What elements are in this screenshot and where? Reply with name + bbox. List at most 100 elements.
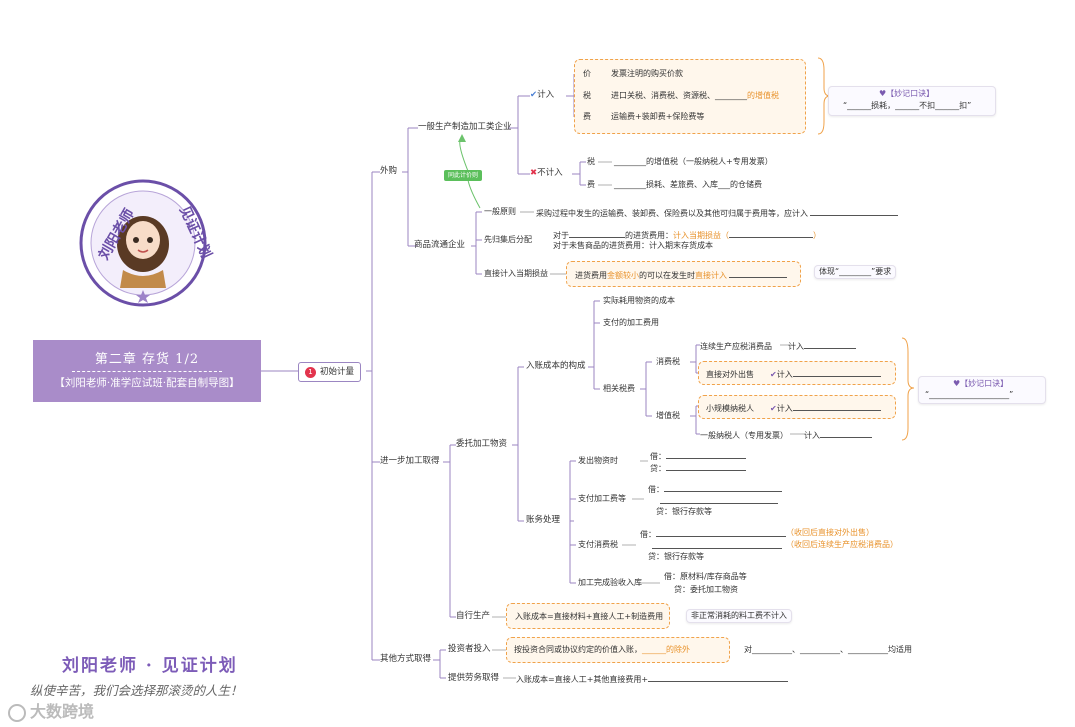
logo: 刘阳老师 见证计划 <box>78 178 214 308</box>
small-payer-box <box>698 395 896 419</box>
chapter-subtitle: 【刘阳老师·准学应试班·配套自制导图】 <box>54 377 240 389</box>
self-produced-text: 入账成本=直接材料+直接人工+制造费用 <box>515 612 664 621</box>
chapter-title: 第二章 存货 1/2 <box>94 352 200 367</box>
collect-blank-2 <box>729 229 813 238</box>
composition-label[interactable]: 入账成本的构成 <box>526 361 586 371</box>
direct-blank <box>729 269 787 278</box>
continue-blank <box>804 340 856 349</box>
general-blank <box>810 207 898 216</box>
bujiru-label: 不计入 <box>537 168 563 178</box>
general-text: 采购过程中发生的运输费、装卸费、保险费以及其他可归属于费用等，应计入 <box>536 207 898 219</box>
continue-prod: 连续生产应税消费品计入 <box>700 340 856 352</box>
consumption-dr: 借： <box>640 528 786 540</box>
completion-dr: 借：原材料/库存商品等 <box>664 572 747 581</box>
investor-text: 按投资合同或协议约定的价值入账，______的除外 <box>514 645 690 654</box>
service-blank <box>648 673 789 682</box>
not-tax-key: 税 <box>587 157 595 166</box>
consumption-tax-label[interactable]: 消费税 <box>656 357 680 366</box>
issue-cr: 贷： <box>650 462 746 474</box>
completion-label[interactable]: 加工完成验收入库 <box>578 578 642 587</box>
issue-label[interactable]: 发出物资时 <box>578 456 618 465</box>
bujiru-node[interactable]: ✖不计入 <box>530 168 563 179</box>
heart-icon-2: ♥ <box>953 379 961 388</box>
self-produced-note: 非正常消耗的料工费不计入 <box>686 609 792 623</box>
consumption-dr-blank-2 <box>652 548 782 549</box>
consumption-cr: 贷：银行存款等 <box>648 552 704 561</box>
issue-cr-blank <box>666 462 746 471</box>
branch-waigou[interactable]: 外购 <box>380 166 398 176</box>
mnemonic-text-1: “______损耗，______不扣______扣” <box>843 101 972 110</box>
direct-text: 进货费用金额较小的可以在发生时直接计入 <box>575 269 787 281</box>
vat-label[interactable]: 增值税 <box>656 411 680 420</box>
footer-slogan: 纵使辛苦，我们会选择那滚烫的人生！ <box>30 683 243 698</box>
consumption-dr-blank <box>656 528 786 537</box>
comp-item3[interactable]: 相关税费 <box>603 384 635 393</box>
not-fee-key: 费 <box>587 180 595 189</box>
direct-sale-blank <box>792 368 881 377</box>
watermark-icon <box>8 703 26 722</box>
branch-jinyibu[interactable]: 进一步加工取得 <box>380 456 440 466</box>
processing-fee-dr-blank-2 <box>660 503 778 504</box>
service-label[interactable]: 提供劳务取得 <box>448 673 500 683</box>
processing-fee-dr: 借： <box>648 483 782 495</box>
outsourced-label[interactable]: 委托加工物资 <box>456 439 508 449</box>
chapter-title-box: 第二章 存货 1/2 【刘阳老师·准学应试班·配套自制导图】 <box>33 340 261 402</box>
logo-badge-icon <box>79 179 207 307</box>
watermark-text: 大数跨境 <box>30 702 95 721</box>
mnemonic-text-2: “____________________” <box>925 390 1014 399</box>
tax-blank: ________ <box>715 91 747 100</box>
price-text: 发票注明的购买价款 <box>611 69 683 78</box>
mnemonic-title-1: ♥【妙记口诀】 <box>879 89 935 98</box>
direct-label[interactable]: 直接计入当期损益 <box>484 269 548 278</box>
collect-line1: 对于的进货费用：计入当期损益（） <box>553 229 821 240</box>
small-payer: 小规模纳税人✔计入 <box>706 402 881 414</box>
fee-text: 运输费+装卸费+保险费等 <box>611 112 705 121</box>
general-payer: 一般纳税人（专用发票）计入 <box>700 429 872 441</box>
issue-dr-blank <box>666 450 746 459</box>
cross-icon: ✖ <box>530 168 538 178</box>
direct-sale-box <box>698 361 896 385</box>
tax-highlight: 的增值税 <box>747 91 779 100</box>
processing-fee-dr-blank <box>664 483 782 492</box>
check-icon-2: ✔ <box>770 370 777 379</box>
fee-key: 费 <box>583 112 591 121</box>
jiru-node[interactable]: ✔计入 <box>530 90 554 101</box>
tax-text: 进口关税、消费税、资源税、________的增值税 <box>611 91 779 101</box>
mnemonic-title-2: ♥【妙记口诀】 <box>953 379 1009 388</box>
comp-item2[interactable]: 支付的加工费用 <box>603 318 659 327</box>
mnemonic-box-1: ♥【妙记口诀】 “______损耗，______不扣______扣” <box>828 86 996 116</box>
accounting-label[interactable]: 账务处理 <box>526 515 561 525</box>
commerce-label[interactable]: 商品流通企业 <box>414 240 466 250</box>
price-key: 价 <box>583 69 591 78</box>
title-divider <box>72 371 222 372</box>
jiru-box <box>574 59 806 134</box>
check-icon-3: ✔ <box>770 404 777 413</box>
direct-sale: 直接对外出售✔计入 <box>706 368 881 380</box>
general-label[interactable]: 一般原则 <box>484 207 516 216</box>
footer-brand: 刘阳老师 · 见证计划 <box>62 656 238 676</box>
self-produced-box <box>506 603 670 629</box>
tax-key: 税 <box>583 91 591 100</box>
direct-box <box>566 261 801 287</box>
collect-line2: 对于未售商品的进货费用：计入期末存货成本 <box>553 241 713 250</box>
processing-fee-label[interactable]: 支付加工费等 <box>578 494 626 503</box>
comp-item1[interactable]: 实际耗用物资的成本 <box>603 296 675 305</box>
heart-icon: ♥ <box>879 89 887 98</box>
green-tag: 同此计价则 <box>444 170 483 181</box>
processing-fee-cr: 贷：银行存款等 <box>656 507 712 516</box>
consumption-pay-label[interactable]: 支付消费税 <box>578 540 618 549</box>
investor-label[interactable]: 投资者投入 <box>448 644 491 654</box>
tax-text-main: 进口关税、消费税、资源税、 <box>611 91 715 100</box>
self-produced-label[interactable]: 自行生产 <box>456 611 491 621</box>
not-fee-text: ________损耗、差旅费、入库___的仓储费 <box>614 180 762 189</box>
not-tax-text: ________的增值税（一般纳税人+专用发票） <box>614 157 773 166</box>
collect-blank <box>569 229 625 238</box>
investor-note: 对__________、__________、__________均适用 <box>744 645 912 654</box>
manufacturing-label[interactable]: 一般生产制造加工类企业 <box>418 122 512 132</box>
branch-qita[interactable]: 其他方式取得 <box>380 654 432 664</box>
general-payer-blank <box>820 429 872 438</box>
collect-label[interactable]: 先归集后分配 <box>484 235 532 244</box>
central-label: 初始计量 <box>320 367 355 377</box>
issue-dr: 借： <box>650 450 746 462</box>
